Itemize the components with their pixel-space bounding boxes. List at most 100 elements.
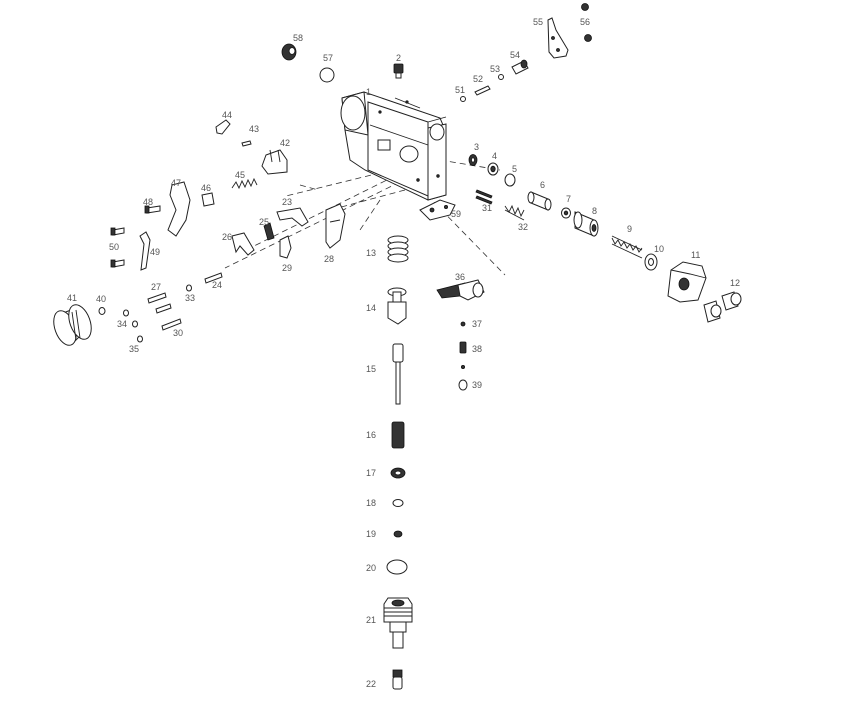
- part-47-trigger-lever: [167, 181, 191, 237]
- part-label-24: 24: [212, 280, 222, 290]
- part-label-45: 45: [235, 170, 245, 180]
- part-41-knob: [53, 304, 92, 346]
- part-13-spring: [387, 235, 409, 263]
- part-37-ball: [460, 321, 466, 327]
- part-label-7: 7: [566, 194, 571, 204]
- part-label-52: 52: [473, 74, 483, 84]
- part-label-26: 26: [222, 232, 232, 242]
- part-label-28: 28: [324, 254, 334, 264]
- part-45-spring: [231, 177, 258, 190]
- part-32-spring: [504, 204, 525, 221]
- part-49-hook: [139, 231, 151, 271]
- part-6-cylinder: [527, 191, 552, 211]
- part-label-35: 35: [129, 344, 139, 354]
- part-18-o-ring: [392, 499, 404, 507]
- part-label-48: 48: [143, 197, 153, 207]
- part-23-lever: [276, 207, 309, 227]
- part-52-rod: [474, 85, 491, 96]
- part-label-12: 12: [730, 278, 740, 288]
- part-number-labels: 1 2 3 4 5 6 7 8 9 10 11 12 13 14 15 16 1…: [67, 17, 740, 689]
- part-label-33: 33: [185, 293, 195, 303]
- part-4-bushing: [487, 162, 499, 176]
- part-14-valve: [387, 287, 407, 325]
- part-9-spring: [611, 235, 643, 259]
- part-12-cap-screws: [703, 291, 742, 323]
- part-22-nozzle: [392, 669, 403, 690]
- part-36-safety-lever: [436, 279, 485, 301]
- part-25-spring: [263, 222, 275, 241]
- part-42-slide: [261, 149, 288, 175]
- part-59-plate: [419, 199, 456, 221]
- part-label-57: 57: [323, 53, 333, 63]
- part-label-40: 40: [96, 294, 106, 304]
- part-label-41: 41: [67, 293, 77, 303]
- part-20-o-ring: [386, 559, 408, 575]
- part-label-30: 30: [173, 328, 183, 338]
- part-label-2: 2: [396, 53, 401, 63]
- part-label-25: 25: [259, 217, 269, 227]
- part-10-washer: [644, 253, 658, 271]
- part-57-o-ring: [319, 67, 335, 83]
- part-label-39: 39: [472, 380, 482, 390]
- part-label-15: 15: [366, 364, 376, 374]
- part-label-56: 56: [580, 17, 590, 27]
- part-11-end-cap: [667, 261, 707, 303]
- part-39-detent: [458, 364, 468, 391]
- part-1-receiver-body: [340, 91, 447, 201]
- part-label-14: 14: [366, 303, 376, 313]
- part-label-58: 58: [293, 33, 303, 43]
- part-label-17: 17: [366, 468, 376, 478]
- part-29-catch: [279, 235, 292, 259]
- part-label-36: 36: [455, 272, 465, 282]
- part-label-4: 4: [492, 151, 497, 161]
- part-label-55: 55: [533, 17, 543, 27]
- part-54-bolt: [511, 59, 529, 75]
- part-33-pin: [155, 284, 192, 314]
- part-40-washer: [98, 307, 106, 315]
- part-24-pin: [204, 272, 223, 284]
- part-38-spring: [459, 341, 467, 354]
- part-27-pin: [147, 292, 167, 304]
- part-53-washer: [498, 74, 504, 80]
- part-label-46: 46: [201, 183, 211, 193]
- part-label-37: 37: [472, 319, 482, 329]
- part-label-5: 5: [512, 164, 517, 174]
- part-label-32: 32: [518, 222, 528, 232]
- part-label-59: 59: [451, 209, 461, 219]
- part-51-pin: [460, 96, 466, 102]
- part-35-pin: [137, 335, 143, 343]
- part-label-31: 31: [482, 203, 492, 213]
- part-31-pins: [475, 189, 493, 205]
- part-label-47: 47: [171, 178, 181, 188]
- part-label-3: 3: [474, 142, 479, 152]
- part-19-o-ring: [393, 530, 403, 538]
- part-label-10: 10: [654, 244, 664, 254]
- part-48-screw: [144, 205, 161, 214]
- part-label-1: 1: [366, 87, 371, 97]
- part-label-34: 34: [117, 319, 127, 329]
- part-label-19: 19: [366, 529, 376, 539]
- part-label-16: 16: [366, 430, 376, 440]
- part-label-50: 50: [109, 242, 119, 252]
- part-50-screws: [110, 227, 125, 268]
- part-44-clip: [215, 119, 231, 135]
- part-17-seal: [390, 467, 406, 479]
- part-16-spring: [391, 421, 405, 449]
- part-label-27: 27: [151, 282, 161, 292]
- part-label-29: 29: [282, 263, 292, 273]
- part-21-adapter: [383, 597, 413, 649]
- part-label-38: 38: [472, 344, 482, 354]
- part-label-8: 8: [592, 206, 597, 216]
- part-5-ring: [504, 173, 516, 187]
- part-label-9: 9: [627, 224, 632, 234]
- part-8-piston: [573, 211, 599, 237]
- part-label-42: 42: [280, 138, 290, 148]
- part-7-spacer: [561, 207, 571, 219]
- part-label-20: 20: [366, 563, 376, 573]
- part-label-13: 13: [366, 248, 376, 258]
- part-label-18: 18: [366, 498, 376, 508]
- part-34-pin: [123, 309, 138, 328]
- part-label-11: 11: [691, 250, 700, 260]
- part-label-21: 21: [366, 615, 376, 625]
- part-46-block: [201, 192, 215, 207]
